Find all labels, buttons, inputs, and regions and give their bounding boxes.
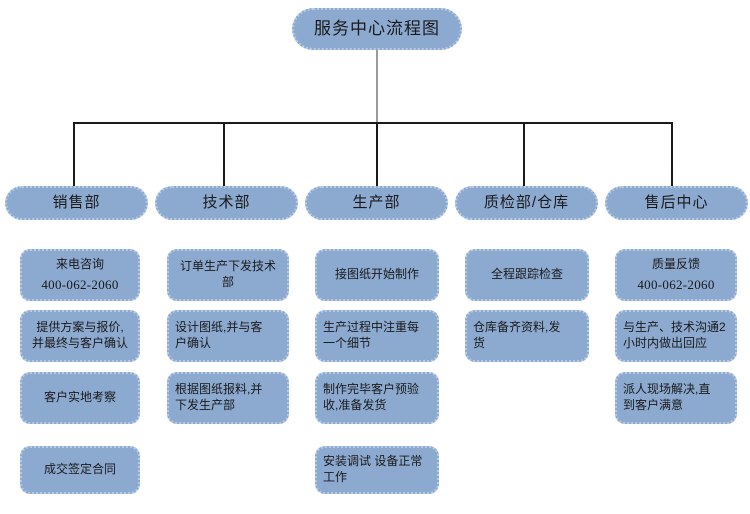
dept-header-after-sales[interactable]: 售后中心: [605, 186, 748, 220]
step-node[interactable]: 根据图纸报料,并 下发生产部: [167, 372, 289, 424]
connector-drop-qc-warehouse: [523, 122, 525, 186]
connector-drop-production: [376, 122, 378, 186]
step-node[interactable]: 全程跟踪检查: [465, 249, 589, 301]
connector-horizontal-bar: [73, 122, 673, 124]
connector-title-stem: [376, 50, 378, 123]
step-node[interactable]: 来电咨询 400-062-2060: [20, 249, 140, 301]
step-text: 派人现场解决,直 到客户满意: [623, 382, 711, 412]
connector-drop-sales: [73, 122, 75, 186]
step-node[interactable]: 客户实地考察: [20, 372, 140, 424]
step-node[interactable]: 制作完毕客户预验 收,准备发货: [315, 372, 439, 424]
step-node[interactable]: 仓库备齐资料,发 货: [465, 310, 589, 362]
step-node[interactable]: 质量反馈 400-062-2060: [615, 249, 737, 301]
step-text: 质量反馈 400-062-2060: [623, 257, 729, 293]
step-node[interactable]: 成交签定合同: [20, 446, 140, 494]
step-text: 全程跟踪检查: [490, 267, 563, 282]
step-node[interactable]: 订单生产下发技术部: [167, 249, 289, 301]
step-text: 成交签定合同: [43, 462, 116, 477]
dept-header-label: 生产部: [352, 194, 401, 212]
step-text: 接图纸开始制作: [334, 267, 419, 282]
step-text: 生产过程中注重每 一个细节: [323, 320, 420, 350]
phone-number: 400-062-2060: [637, 276, 715, 292]
step-node[interactable]: 接图纸开始制作: [315, 249, 439, 301]
step-text: 客户实地考察: [43, 390, 116, 405]
dept-header-label: 质检部/仓库: [483, 194, 570, 212]
step-node[interactable]: 安装调试 设备正常 工作: [315, 446, 439, 494]
step-text: 仓库备齐资料,发 货: [473, 320, 561, 350]
step-node[interactable]: 派人现场解决,直 到客户满意: [615, 372, 737, 424]
step-node[interactable]: 生产过程中注重每 一个细节: [315, 310, 439, 362]
step-node[interactable]: 设计图纸,并与客 户确认: [167, 310, 289, 362]
step-text: 订单生产下发技术部: [179, 259, 276, 289]
dept-header-technical[interactable]: 技术部: [155, 186, 298, 220]
connector-drop-after-sales: [671, 122, 673, 186]
dept-header-production[interactable]: 生产部: [305, 186, 448, 220]
dept-header-label: 售后中心: [644, 194, 709, 212]
step-text: 设计图纸,并与客 户确认: [175, 320, 263, 350]
step-text: 与生产、技术沟通2 小时内做出回应: [623, 320, 726, 350]
phone-number: 400-062-2060: [41, 276, 119, 292]
step-text: 制作完毕客户预验 收,准备发货: [323, 382, 420, 412]
connector-drop-technical: [223, 122, 225, 186]
step-node[interactable]: 提供方案与报价, 并最终与客户确认: [20, 310, 140, 362]
dept-header-qc-warehouse[interactable]: 质检部/仓库: [455, 186, 598, 220]
step-node[interactable]: 与生产、技术沟通2 小时内做出回应: [615, 310, 737, 362]
step-text: 提供方案与报价, 并最终与客户确认: [31, 320, 128, 350]
step-text: 安装调试 设备正常 工作: [323, 454, 423, 484]
step-text: 来电咨询 400-062-2060: [28, 257, 132, 293]
diagram-title-node[interactable]: 服务中心流程图: [292, 8, 462, 50]
dept-header-sales[interactable]: 销售部: [5, 186, 148, 220]
diagram-title-text: 服务中心流程图: [314, 18, 440, 38]
dept-header-label: 技术部: [202, 194, 251, 212]
dept-header-label: 销售部: [52, 194, 101, 212]
step-text: 根据图纸报料,并 下发生产部: [175, 382, 263, 412]
